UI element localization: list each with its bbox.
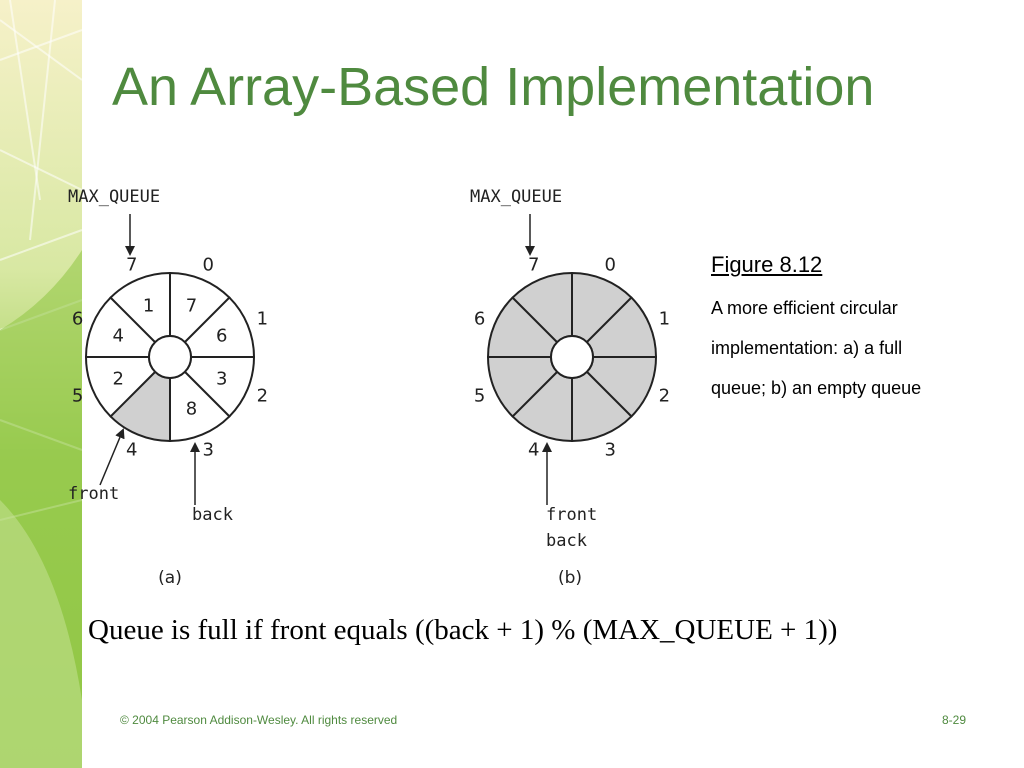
figure-b-caption: (b) bbox=[558, 568, 582, 588]
figure-caption: Figure 8.12 A more efficient circular im… bbox=[711, 252, 1011, 408]
index-label: 2 bbox=[257, 385, 268, 406]
index-label: 0 bbox=[605, 255, 616, 276]
max-queue-label: MAX_QUEUE bbox=[68, 187, 160, 207]
cell-value: 2 bbox=[113, 368, 124, 389]
index-label: 3 bbox=[203, 439, 214, 460]
index-label: 6 bbox=[474, 309, 485, 330]
wheel-hub bbox=[148, 335, 192, 379]
max-queue-label: MAX_QUEUE bbox=[470, 187, 562, 207]
caption-line: queue; b) an empty queue bbox=[711, 378, 922, 398]
index-label: 7 bbox=[126, 255, 137, 276]
cell-value: 7 bbox=[186, 295, 197, 316]
index-label: 4 bbox=[126, 439, 137, 460]
index-label: 5 bbox=[474, 385, 485, 406]
circular-array-b: 0 1 2 3 4 5 6 7 bbox=[474, 255, 670, 461]
decorative-side-strip bbox=[0, 0, 82, 768]
front-arrow bbox=[99, 428, 125, 486]
copyright-footer: © 2004 Pearson Addison-Wesley. All right… bbox=[120, 713, 398, 727]
figure-b-empty-queue: MAX_QUEUE 0 1 2 3 4 5 6 7 front back (b) bbox=[470, 187, 670, 588]
index-label: 4 bbox=[528, 439, 539, 460]
index-label: 3 bbox=[605, 439, 616, 460]
cell-value: 8 bbox=[186, 399, 197, 420]
cell-value: 3 bbox=[216, 368, 227, 389]
caption-line: A more efficient circular bbox=[711, 298, 898, 318]
page-number: 8-29 bbox=[942, 713, 967, 727]
wheel-hub bbox=[550, 335, 594, 379]
figure-a-caption: (a) bbox=[158, 568, 182, 588]
index-label: 1 bbox=[659, 309, 670, 330]
front-label: front bbox=[546, 505, 597, 525]
index-label: 5 bbox=[72, 385, 83, 406]
full-condition-statement: Queue is full if front equals ((back + 1… bbox=[88, 614, 838, 646]
index-label: 6 bbox=[72, 309, 83, 330]
cell-value: 4 bbox=[113, 326, 124, 347]
index-label: 1 bbox=[257, 309, 268, 330]
index-label: 7 bbox=[528, 255, 539, 276]
cell-value: 1 bbox=[143, 295, 154, 316]
front-label: front bbox=[68, 484, 119, 504]
caption-line: implementation: a) a full bbox=[711, 338, 903, 358]
figure-number: Figure 8.12 bbox=[711, 252, 823, 277]
back-label: back bbox=[192, 505, 233, 525]
index-label: 2 bbox=[659, 385, 670, 406]
slide-title: An Array-Based Implementation bbox=[112, 57, 875, 117]
index-label: 0 bbox=[203, 255, 214, 276]
cell-value: 6 bbox=[216, 326, 227, 347]
back-label: back bbox=[546, 531, 587, 551]
